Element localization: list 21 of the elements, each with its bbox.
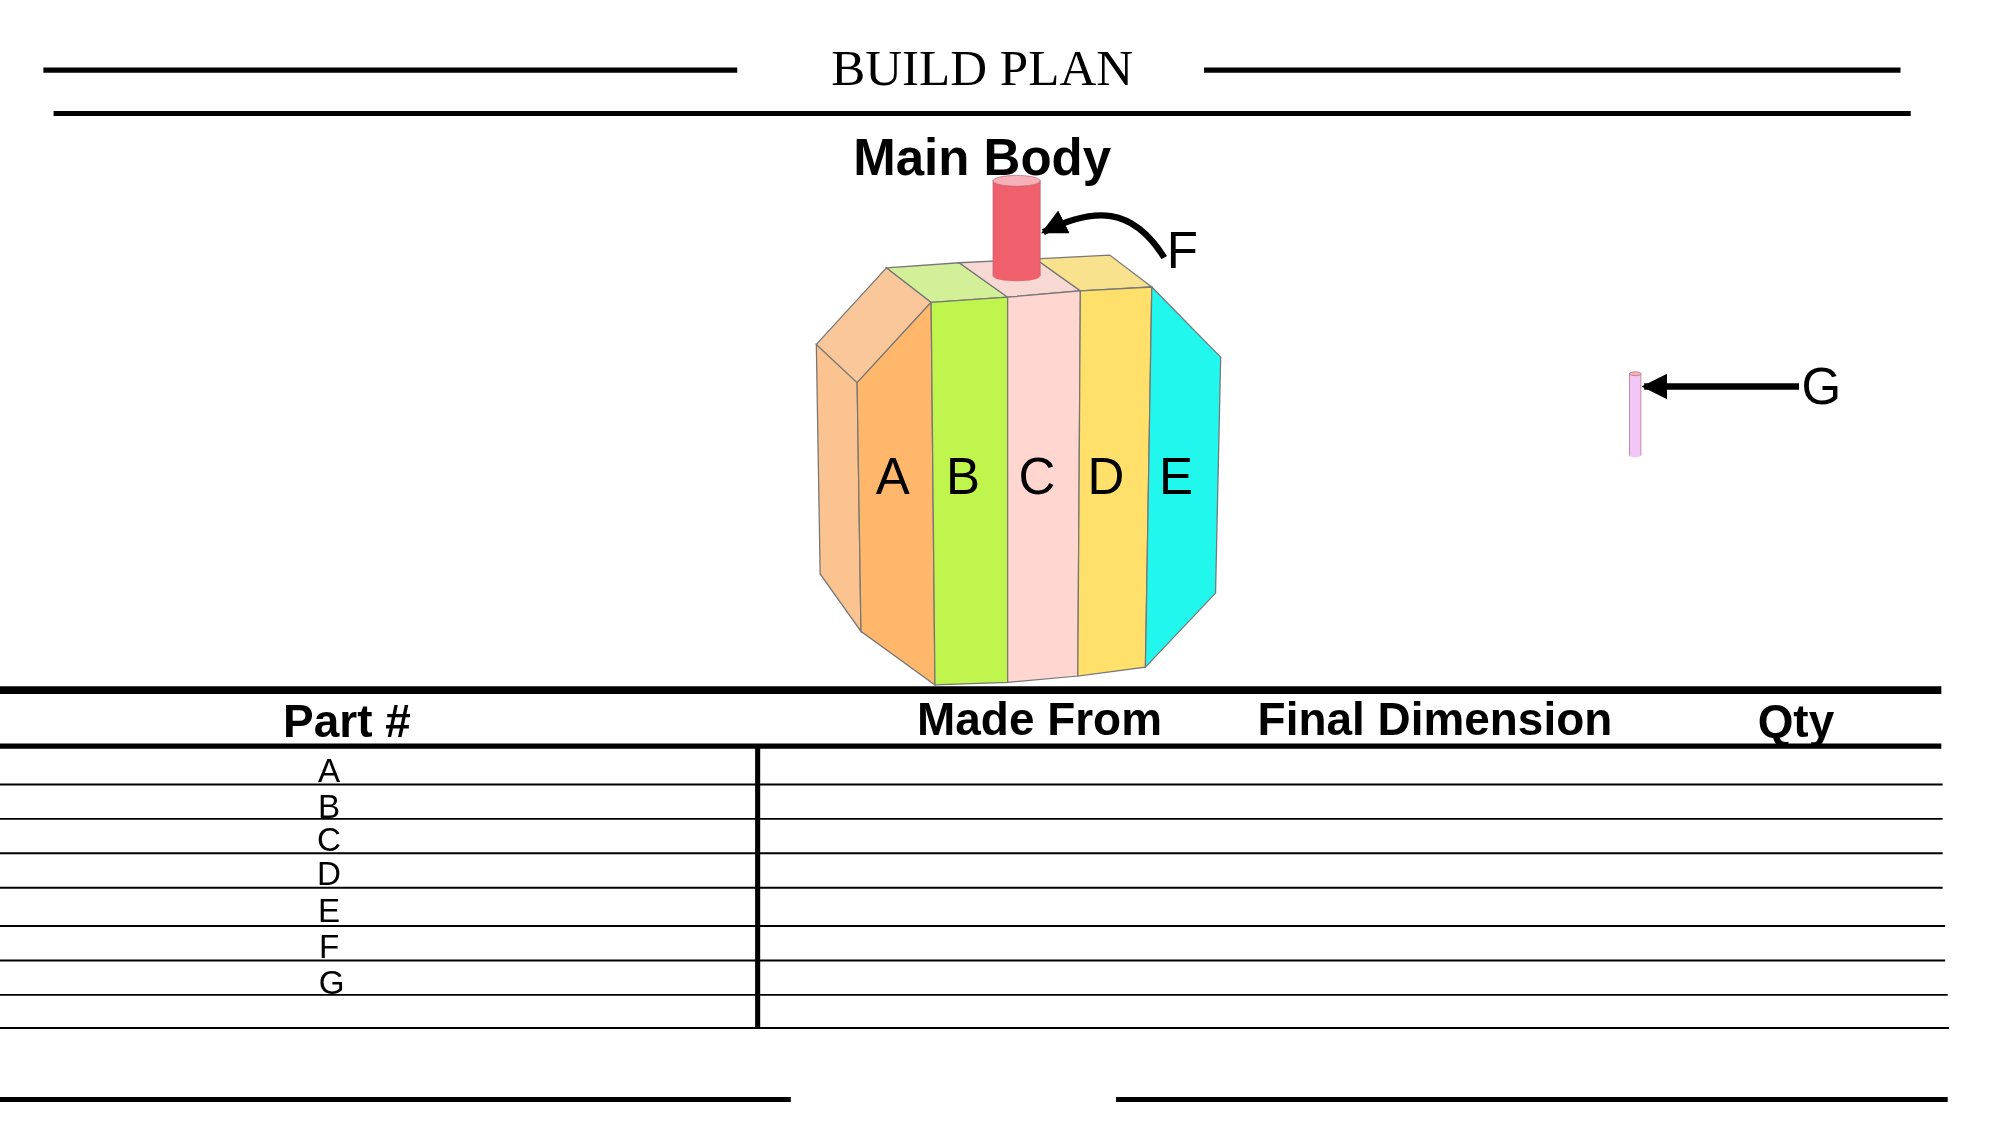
part-letter: F: [1166, 224, 1198, 276]
part-letter: A: [875, 450, 910, 502]
leader-arrow: [1641, 373, 1800, 400]
table-cell: B: [318, 789, 341, 823]
table-cell: E: [318, 894, 341, 928]
part-letter: B: [946, 450, 981, 502]
part-letter: E: [1159, 450, 1194, 502]
column-header: Made From: [917, 696, 1162, 743]
table-cell: F: [318, 929, 340, 963]
part-letter: D: [1087, 450, 1125, 502]
column-header: Part #: [283, 699, 411, 745]
column-header: Qty: [1757, 699, 1835, 745]
part-letter: C: [1018, 450, 1056, 502]
table-cell: G: [318, 965, 345, 999]
table-cell: C: [317, 822, 342, 856]
column-header: Final Dimension: [1257, 696, 1613, 743]
part-letter: G: [1801, 360, 1842, 412]
title: BUILD PLAN: [831, 43, 1134, 95]
leader-arrow: [1041, 210, 1167, 260]
table-cell: A: [318, 753, 341, 787]
table-cell: D: [317, 857, 342, 891]
